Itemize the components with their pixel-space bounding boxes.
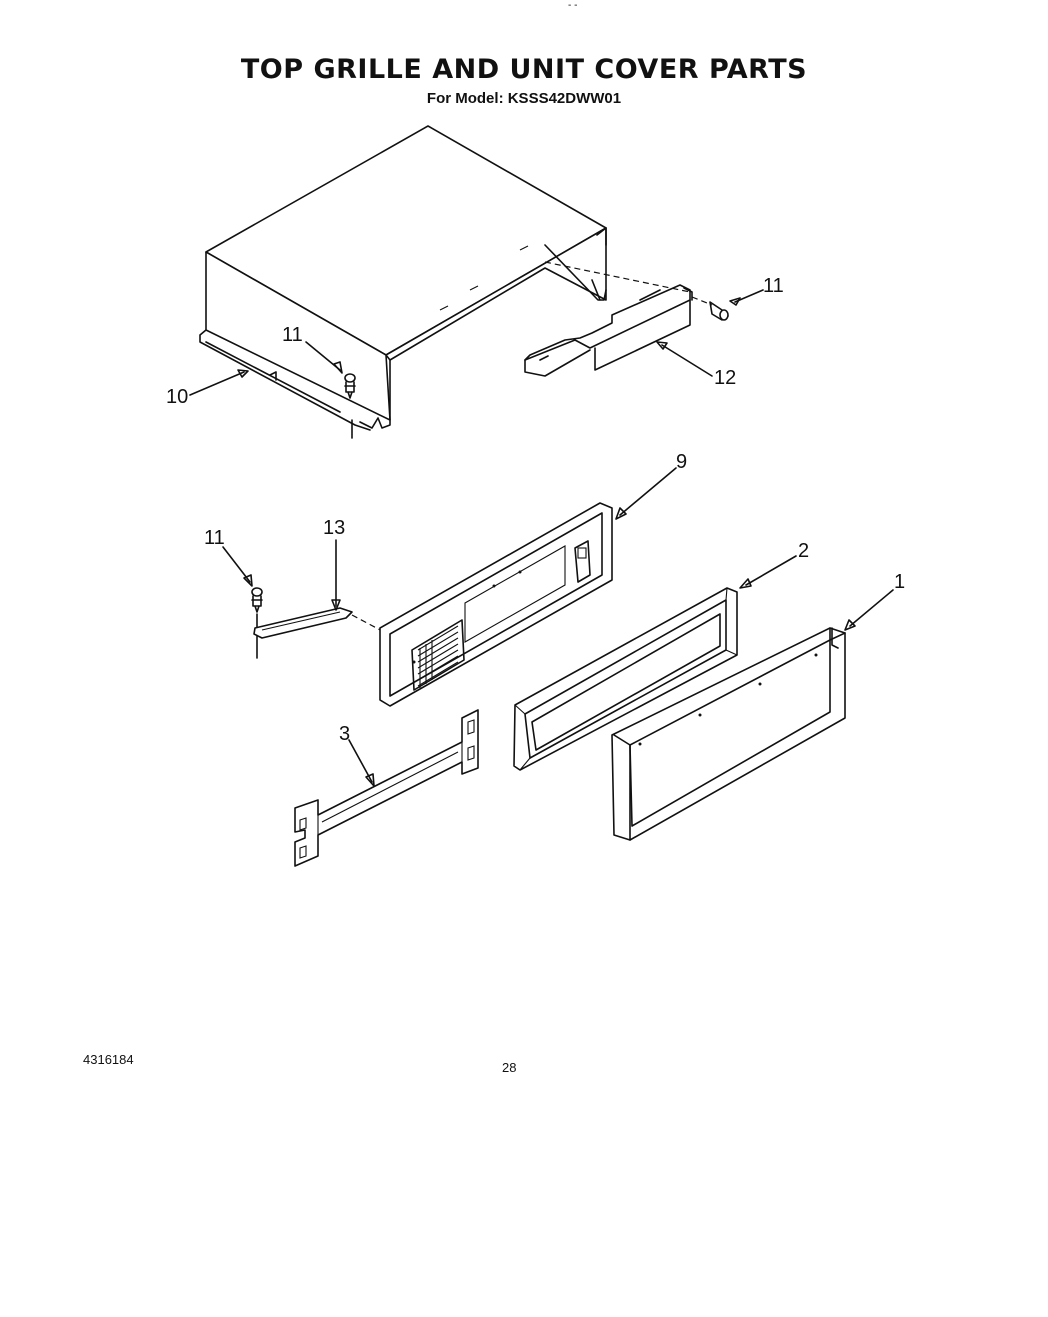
top-mark: - - xyxy=(568,0,578,11)
callout-leaders xyxy=(189,289,894,787)
screw-part-11-lower xyxy=(251,587,263,659)
screw-part-11-top-right xyxy=(691,296,729,321)
callout-11-left: 11 xyxy=(282,324,303,346)
unit-cover-part-10 xyxy=(199,125,607,439)
callout-13: 13 xyxy=(323,517,345,539)
callout-10: 10 xyxy=(166,386,188,408)
page-title: TOP GRILLE AND UNIT COVER PARTS xyxy=(240,54,808,85)
callout-11-top-right: 11 xyxy=(763,275,784,297)
strap-part-13 xyxy=(253,607,385,639)
bracket-part-12 xyxy=(524,261,693,377)
callout-3: 3 xyxy=(339,723,350,745)
grille-panel-part-9 xyxy=(379,502,613,707)
page-number: 28 xyxy=(502,1060,517,1075)
callout-12: 12 xyxy=(714,367,736,389)
brace-part-3 xyxy=(294,709,479,867)
callout-1: 1 xyxy=(894,571,905,593)
callout-9: 9 xyxy=(676,451,687,473)
frame-part-2 xyxy=(513,587,738,771)
screw-part-11-left xyxy=(344,373,356,399)
callout-2: 2 xyxy=(798,540,809,562)
callout-11-lower: 11 xyxy=(204,527,225,549)
document-code: 4316184 xyxy=(83,1052,134,1067)
outer-frame-part-1 xyxy=(611,627,846,841)
model-subtitle: For Model: KSSS42DWW01 xyxy=(426,90,622,107)
